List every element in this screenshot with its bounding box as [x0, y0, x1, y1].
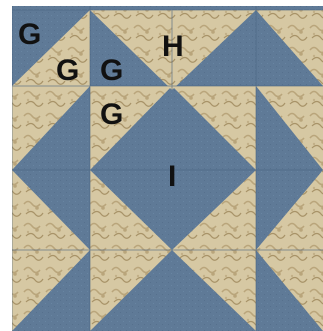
left-margin	[0, 0, 12, 331]
label-i: I	[168, 160, 176, 193]
label-g-left: G	[56, 54, 79, 87]
label-g-top-left: G	[18, 18, 41, 51]
label-g-lower: G	[100, 98, 123, 131]
top-margin	[0, 0, 323, 6]
label-h: H	[162, 30, 184, 63]
label-g-center: G	[100, 54, 123, 87]
